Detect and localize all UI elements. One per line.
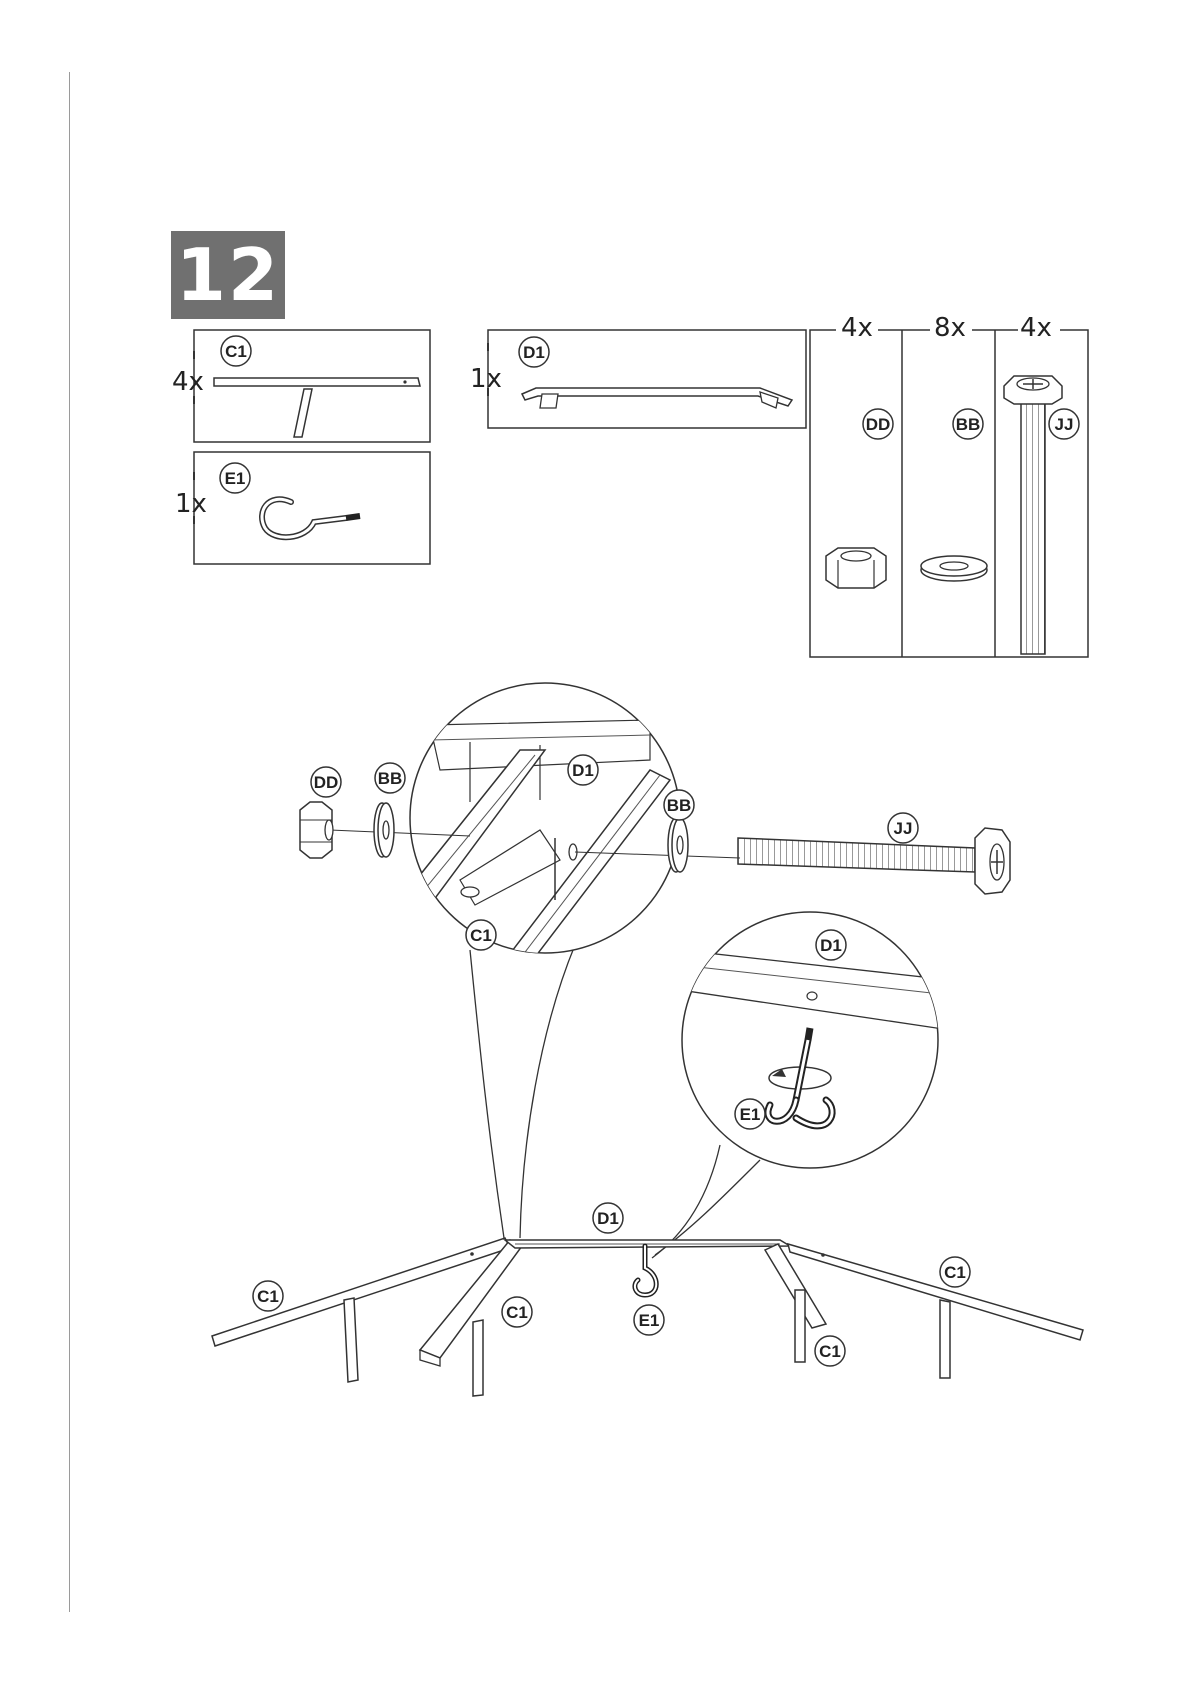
main-c1-far-right-label: C1	[944, 1263, 966, 1282]
zoom2-d1-label: D1	[820, 936, 842, 955]
part-dd-qty: 4x	[841, 313, 873, 343]
main-e1-label: E1	[639, 1311, 660, 1330]
part-dd-label-circle: DD	[863, 409, 893, 439]
part-panel-c1: 4x C1	[172, 330, 430, 442]
exploded-bb-right-label: BB	[667, 796, 692, 815]
washer-icon	[921, 556, 987, 581]
part-bb-qty: 8x	[934, 313, 966, 343]
exploded-jj-label: JJ	[894, 819, 913, 838]
exploded-bolt-icon	[738, 828, 1010, 894]
part-c1-drawing	[214, 378, 420, 437]
exploded-dd-label-circle: DD	[311, 767, 341, 797]
part-d1-label: D1	[523, 343, 545, 362]
exploded-bb-left-label-circle: BB	[375, 763, 405, 793]
zoom2-e1-label: E1	[740, 1105, 761, 1124]
part-dd-label: DD	[866, 415, 891, 434]
zoom1-c1-label: C1	[470, 926, 492, 945]
main-c1-right-label: C1	[819, 1342, 841, 1361]
zoom-detail-bolt-connection: D1 C1	[400, 683, 680, 1238]
main-d1-label-circle: D1	[593, 1203, 623, 1233]
zoom-detail-hook: D1 E1	[652, 912, 950, 1258]
hardware-panel: 4x 8x 4x DD BB JJ	[810, 313, 1088, 657]
part-d1-drawing	[522, 388, 792, 408]
zoom1-d1-label-circle: D1	[568, 755, 598, 785]
main-c1-far-left-label-circle: C1	[253, 1281, 283, 1311]
main-c1-left-label-circle: C1	[502, 1297, 532, 1327]
part-jj-label: JJ	[1055, 415, 1074, 434]
part-d1-label-circle: D1	[519, 337, 549, 367]
zoom2-e1-label-circle: E1	[735, 1099, 765, 1129]
part-jj-qty: 4x	[1020, 313, 1052, 343]
part-d1-qty: 1x	[470, 364, 502, 394]
nut-icon	[826, 548, 886, 588]
part-panel-e1: 1x E1	[175, 452, 430, 564]
part-c1-label-circle: C1	[221, 336, 251, 366]
main-assembly: D1 C1 C1 C1 C1 E1	[212, 1203, 1083, 1396]
main-c1-far-right-label-circle: C1	[940, 1257, 970, 1287]
part-panel-d1: 1x D1	[470, 330, 806, 428]
main-hook-icon	[635, 1246, 656, 1295]
exploded-washer-left-icon	[374, 803, 394, 857]
zoom2-d1-label-circle: D1	[816, 930, 846, 960]
part-bb-label-circle: BB	[953, 409, 983, 439]
zoom1-c1-label-circle: C1	[466, 920, 496, 950]
exploded-jj-label-circle: JJ	[888, 813, 918, 843]
main-c1-far-left-label: C1	[257, 1287, 279, 1306]
part-jj-label-circle: JJ	[1049, 409, 1079, 439]
part-e1-qty: 1x	[175, 489, 207, 519]
main-e1-label-circle: E1	[634, 1305, 664, 1335]
main-c1-left-label: C1	[506, 1303, 528, 1322]
part-bb-label: BB	[956, 415, 981, 434]
exploded-nut-icon	[300, 802, 333, 858]
main-c1-right-label-circle: C1	[815, 1336, 845, 1366]
exploded-bb-left-label: BB	[378, 769, 403, 788]
main-d1-label: D1	[597, 1209, 619, 1228]
zoom1-d1-label: D1	[572, 761, 594, 780]
part-e1-label: E1	[225, 469, 246, 488]
part-c1-label: C1	[225, 342, 247, 361]
exploded-bb-right-label-circle: BB	[664, 790, 694, 820]
part-e1-label-circle: E1	[220, 463, 250, 493]
exploded-dd-label: DD	[314, 773, 339, 792]
exploded-washer-right-icon	[668, 818, 688, 872]
hook-icon	[262, 499, 360, 537]
part-c1-qty: 4x	[172, 367, 204, 397]
